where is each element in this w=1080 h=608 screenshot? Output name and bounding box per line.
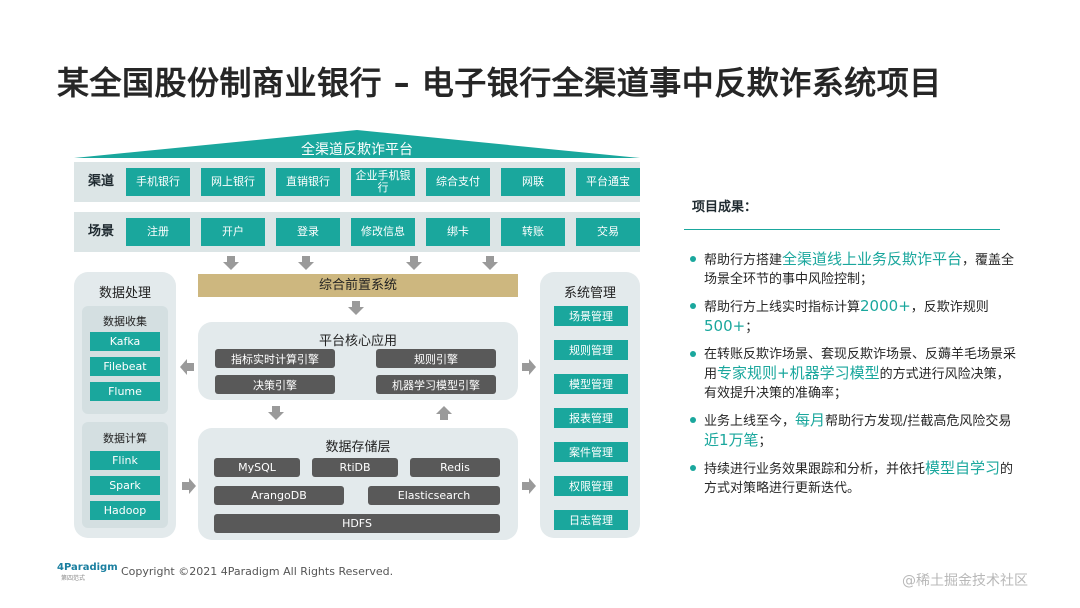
page-title: 某全国股份制商业银行 – 电子银行全渠道事中反欺诈系统项目 <box>57 64 942 102</box>
arrow-right-icon <box>522 359 536 375</box>
system-mgmt-chip: 模型管理 <box>554 374 628 394</box>
results-list: 帮助行方搭建全渠道线上业务反欺诈平台，覆盖全场景全环节的事中风险控制； 帮助行方… <box>690 250 1016 506</box>
channel-chip: 手机银行 <box>126 168 190 196</box>
platform-header: 全渠道反欺诈平台 <box>74 130 640 158</box>
system-mgmt-chip: 报表管理 <box>554 408 628 428</box>
company-logo: 4Paradigm 第四范式 <box>57 562 118 582</box>
result-item: 帮助行方搭建全渠道线上业务反欺诈平台，覆盖全场景全环节的事中风险控制； <box>690 250 1016 289</box>
collect-chip: Kafka <box>90 332 160 351</box>
arrow-down-icon <box>298 256 314 270</box>
core-engine-chip: 决策引擎 <box>215 375 335 394</box>
core-app-title: 平台核心应用 <box>318 334 397 349</box>
storage-title: 数据存储层 <box>325 440 391 455</box>
storage-chip: Redis <box>410 458 500 477</box>
bullet-icon <box>690 351 696 357</box>
scene-chip: 登录 <box>276 218 340 246</box>
channel-chip: 网联 <box>501 168 565 196</box>
storage-chip: HDFS <box>214 514 500 533</box>
arrow-down-icon <box>223 256 239 270</box>
result-item: 持续进行业务效果跟踪和分析，并依托模型自学习的方式对策略进行更新迭代。 <box>690 459 1016 498</box>
data-processing-panel: 数据处理 数据收集 Kafka Filebeat Flume 数据计算 Flin… <box>74 272 176 538</box>
system-mgmt-chip: 日志管理 <box>554 510 628 530</box>
compute-chip: Spark <box>90 476 160 495</box>
result-item: 帮助行方上线实时指标计算2000+，反欺诈规则500+； <box>690 297 1016 337</box>
core-app-panel: 平台核心应用 指标实时计算引擎 规则引擎 决策引擎 机器学习模型引擎 <box>198 322 518 400</box>
collect-chip: Flume <box>90 382 160 401</box>
data-processing-title: 数据处理 <box>98 286 151 301</box>
arrow-down-icon <box>406 256 422 270</box>
storage-chip: MySQL <box>214 458 300 477</box>
data-compute-group: 数据计算 Flink Spark Hadoop <box>82 422 168 528</box>
arrow-up-icon <box>436 406 452 420</box>
scenes-band: 场景 注册 开户 登录 修改信息 绑卡 转账 交易 <box>74 212 640 252</box>
storage-chip: ArangoDB <box>214 486 344 505</box>
result-item: 在转账反欺诈场景、套现反欺诈场景、反薅羊毛场景采用专家规则+机器学习模型的方式进… <box>690 345 1016 403</box>
channels-label: 渠道 <box>88 174 115 189</box>
compute-chip: Flink <box>90 451 160 470</box>
storage-chip: RtiDB <box>312 458 398 477</box>
platform-roof-shape <box>74 130 640 158</box>
core-engine-chip: 指标实时计算引擎 <box>215 349 335 368</box>
channel-chip: 网上银行 <box>201 168 265 196</box>
arrow-down-icon <box>268 406 284 420</box>
scene-chip: 注册 <box>126 218 190 246</box>
core-engine-chip: 机器学习模型引擎 <box>376 375 496 394</box>
arrow-down-icon <box>348 301 364 315</box>
data-compute-title: 数据计算 <box>103 432 147 445</box>
scene-chip: 绑卡 <box>426 218 490 246</box>
system-mgmt-title: 系统管理 <box>563 286 616 301</box>
system-mgmt-chip: 场景管理 <box>554 306 628 326</box>
system-mgmt-panel: 系统管理 场景管理 规则管理 模型管理 报表管理 案件管理 权限管理 日志管理 <box>540 272 640 538</box>
channel-chip: 企业手机银行 <box>351 168 415 196</box>
results-title: 项目成果： <box>692 200 758 215</box>
scene-chip: 修改信息 <box>351 218 415 246</box>
scene-chip: 转账 <box>501 218 565 246</box>
data-collect-group: 数据收集 Kafka Filebeat Flume <box>82 306 168 414</box>
core-engine-chip: 规则引擎 <box>376 349 496 368</box>
bullet-icon <box>690 465 696 471</box>
scenes-label: 场景 <box>88 224 115 239</box>
arrow-left-icon <box>180 359 194 375</box>
copyright-text: Copyright ©2021 4Paradigm All Rights Res… <box>121 565 394 578</box>
channel-chip: 综合支付 <box>426 168 490 196</box>
arrow-down-icon <box>482 256 498 270</box>
channels-band: 渠道 手机银行 网上银行 直销银行 企业手机银行 综合支付 网联 平台通宝 <box>74 162 640 202</box>
bullet-icon <box>690 303 696 309</box>
scene-chip: 开户 <box>201 218 265 246</box>
results-divider <box>684 229 1000 230</box>
front-system-bar: 综合前置系统 <box>198 274 518 297</box>
bullet-icon <box>690 256 696 262</box>
platform-title: 全渠道反欺诈平台 <box>301 142 413 158</box>
channel-chip: 平台通宝 <box>576 168 640 196</box>
arrow-right-icon <box>182 478 196 494</box>
scene-chip: 交易 <box>576 218 640 246</box>
system-mgmt-chip: 规则管理 <box>554 340 628 360</box>
watermark: @稀土掘金技术社区 <box>902 573 1028 589</box>
system-mgmt-chip: 权限管理 <box>554 476 628 496</box>
result-item: 业务上线至今，每月帮助行方发现/拦截高危风险交易近1万笔； <box>690 411 1016 451</box>
compute-chip: Hadoop <box>90 501 160 520</box>
storage-chip: Elasticsearch <box>368 486 500 505</box>
collect-chip: Filebeat <box>90 357 160 376</box>
bullet-icon <box>690 417 696 423</box>
arrow-right-icon <box>522 478 536 494</box>
system-mgmt-chip: 案件管理 <box>554 442 628 462</box>
storage-panel: 数据存储层 MySQL RtiDB Redis ArangoDB Elastic… <box>198 428 518 540</box>
data-collect-title: 数据收集 <box>103 315 147 328</box>
channel-chip: 直销银行 <box>276 168 340 196</box>
